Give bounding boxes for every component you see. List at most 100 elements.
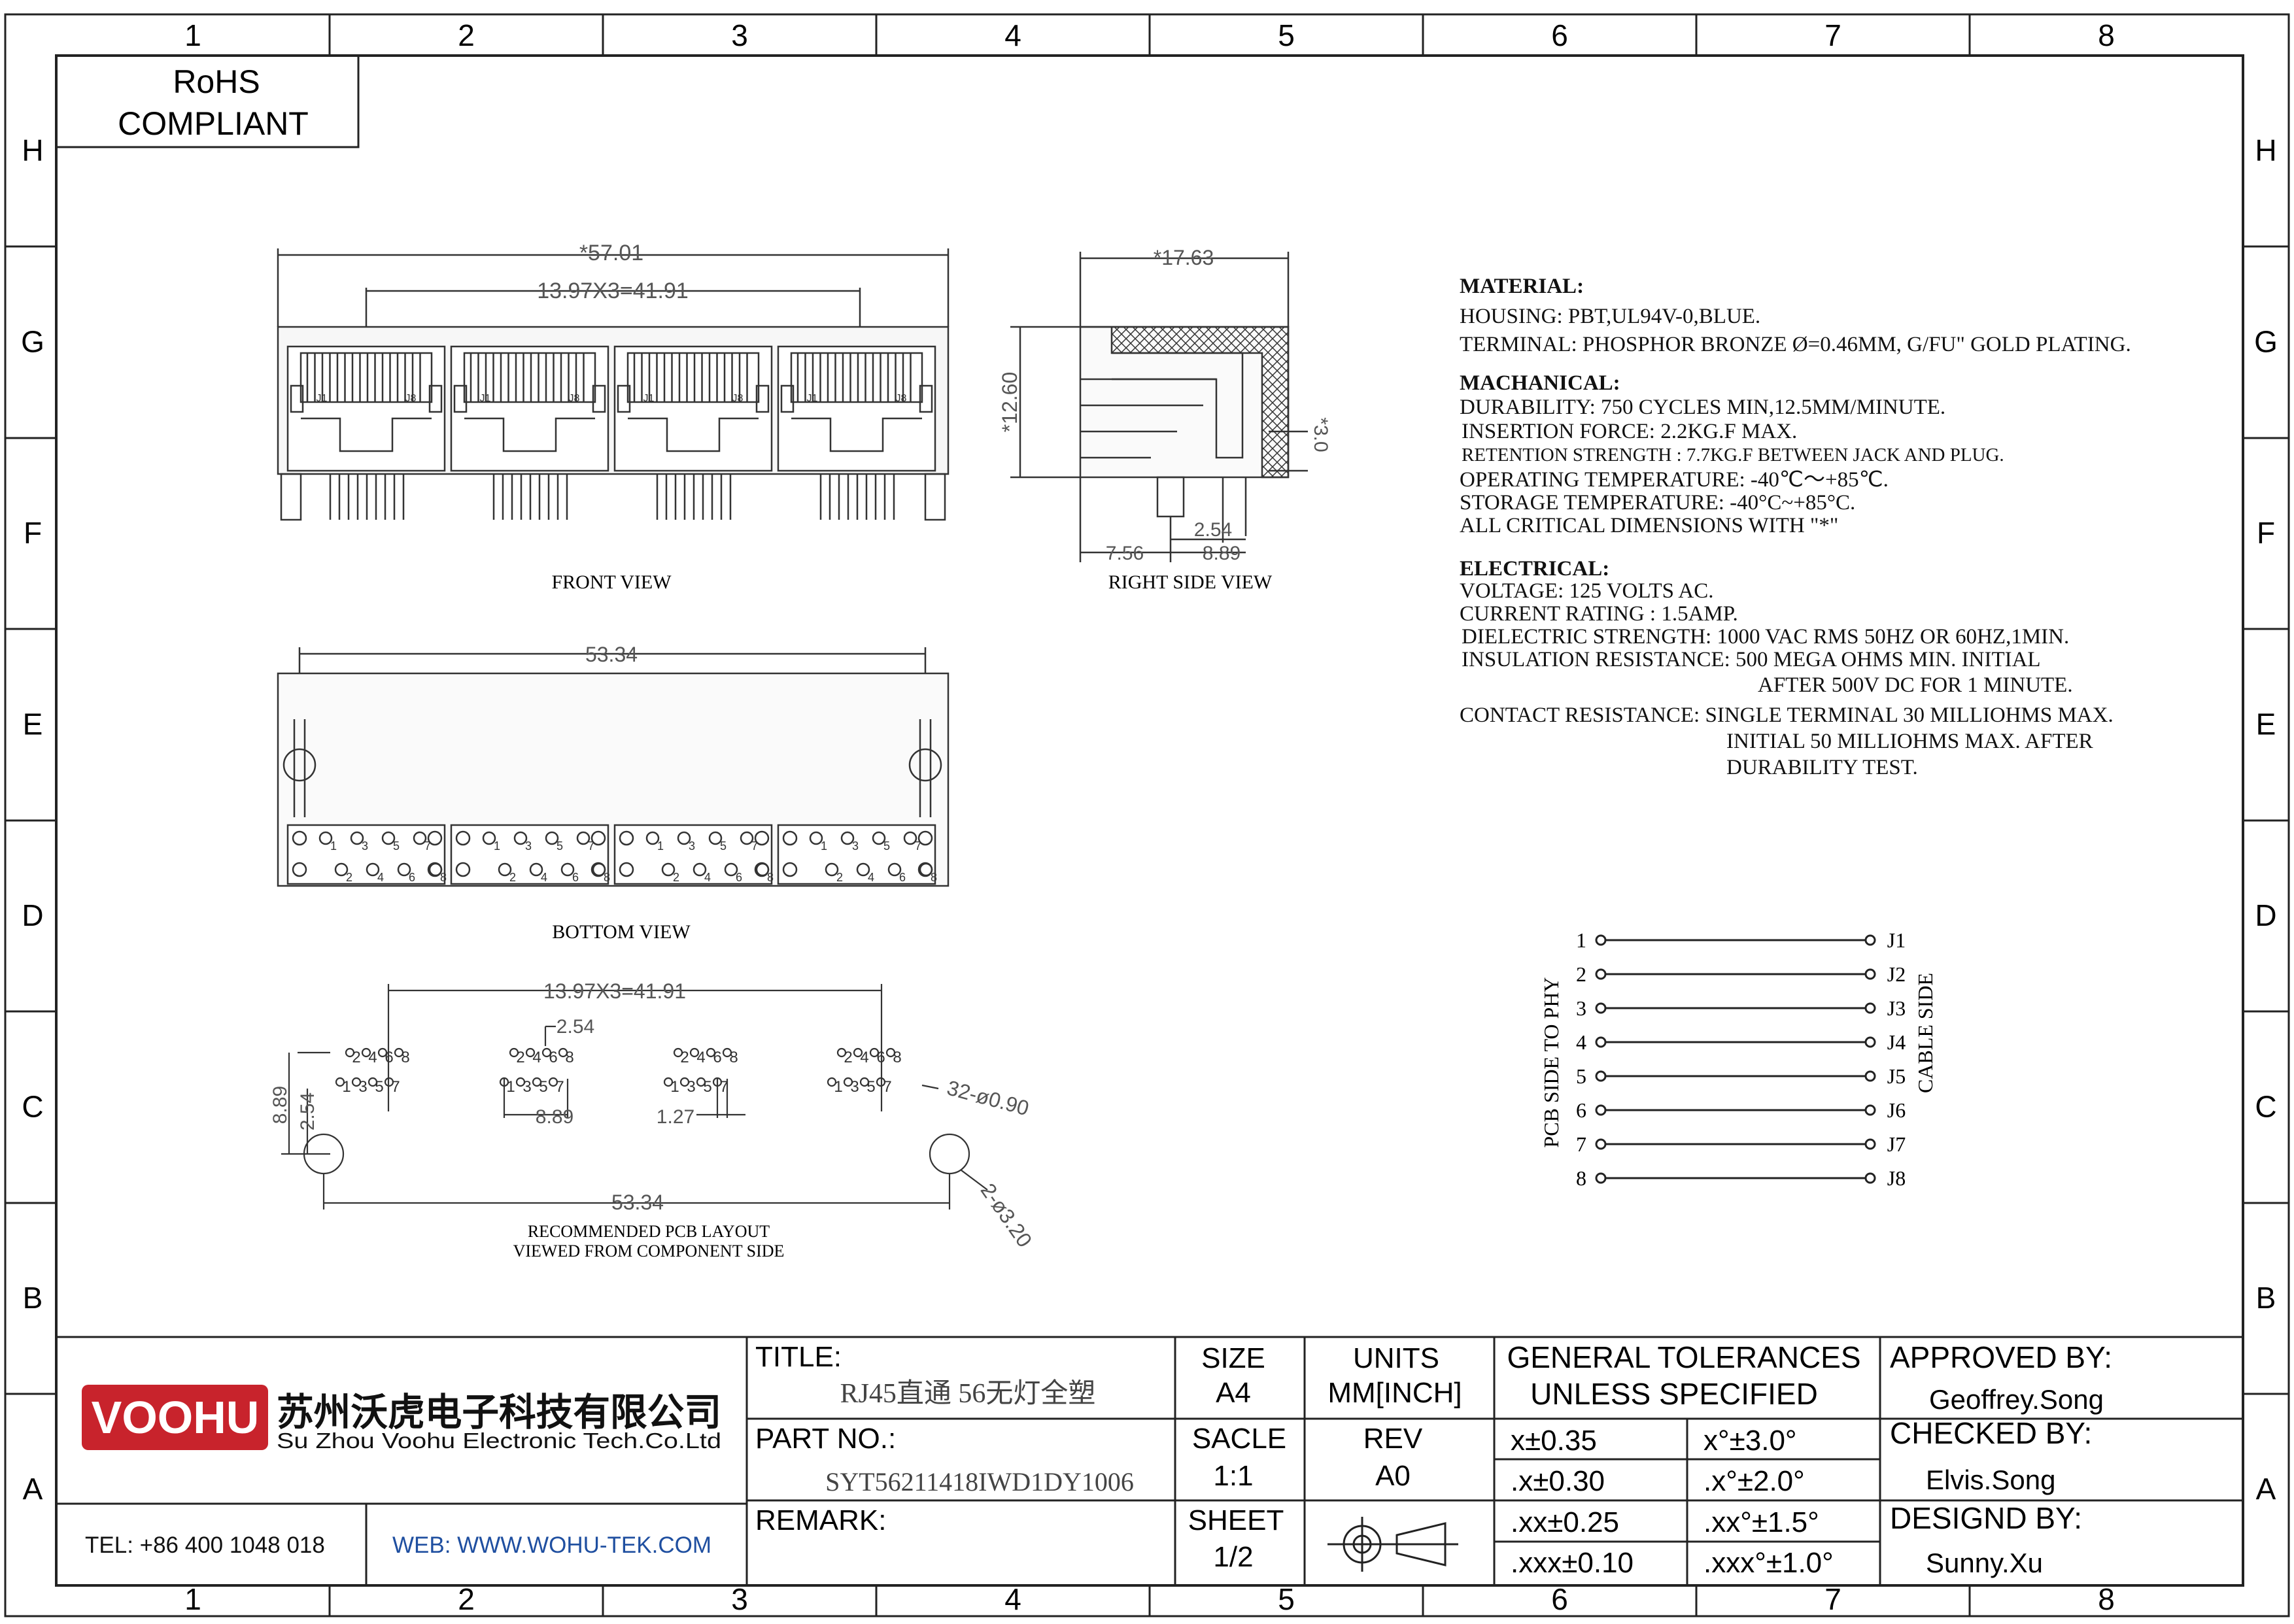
pcb-hole (696, 1077, 706, 1087)
zone-column-label: 4 (1004, 1582, 1021, 1616)
schematic-node (1595, 1138, 1607, 1150)
zone-column-label: 8 (2098, 1582, 2115, 1616)
front-port-outline (301, 417, 432, 452)
bottom-pin (840, 831, 855, 845)
zone-row-label: C (22, 1090, 43, 1124)
pcb-pin-number: 8 (893, 1049, 901, 1066)
pcb-hole (876, 1077, 886, 1087)
pcb-pin-number: 6 (876, 1049, 885, 1066)
right-dim-a: 2.54 (1194, 519, 1232, 541)
schematic-node (1595, 968, 1607, 980)
bottom-pin-number: 4 (704, 871, 711, 884)
schematic-node (1864, 1036, 1876, 1048)
bottom-port (286, 824, 446, 885)
right-dim-b: 7.56 (1106, 543, 1144, 564)
bottom-pin (397, 862, 411, 877)
zone-column-label: 5 (1278, 1582, 1295, 1616)
spec-material-line: HOUSING: PBT,UL94V-0,BLUE. (1460, 305, 1760, 328)
bottom-pin-number: 1 (330, 839, 337, 853)
pcb-hole (509, 1047, 519, 1058)
bottom-pin-number: 3 (689, 839, 695, 853)
company-logo: VOOHU 苏州沃虎电子科技有限公司 Su Zhou Voohu Electro… (82, 1385, 721, 1453)
right-dim-top: *17.63 (1154, 246, 1214, 269)
schematic-node (1864, 1104, 1876, 1116)
pcb-dim-127: 1.27 (657, 1106, 694, 1128)
zone-ticks (5, 14, 2289, 1616)
spec-elec-line: DIELECTRIC STRENGTH: 1000 VAC RMS 50HZ O… (1462, 625, 2069, 649)
front-port-label-right: J8 (405, 393, 417, 404)
zone-row-label: A (2256, 1472, 2276, 1506)
bottom-pin (903, 831, 917, 845)
bottom-pin-number: 5 (720, 839, 727, 853)
pcb-pin-number: 3 (522, 1078, 531, 1096)
pcb-pin-number: 2 (680, 1049, 689, 1066)
schematic-node (1595, 934, 1607, 946)
bottom-pin (661, 862, 676, 877)
pcb-dim-mount-holes: 2-ø3.20 (976, 1179, 1037, 1251)
spec-elec-line: AFTER 500V DC FOR 1 MINUTE. (1758, 673, 2073, 697)
bottom-pin (350, 831, 364, 845)
schematic-pin-number: 7 (1576, 1132, 1586, 1156)
pcb-pin-number: 1 (342, 1078, 351, 1096)
bottom-pin-number: 8 (440, 871, 447, 884)
zone-row-label: H (2255, 133, 2276, 167)
zone-column-label: 8 (2098, 18, 2115, 52)
bottom-pin-number: 2 (509, 871, 516, 884)
spec-mech-line: INSERTION FORCE: 2.2KG.F MAX. (1462, 420, 1797, 443)
bottom-pin-number: 4 (377, 871, 384, 884)
schematic-pin-number: 4 (1576, 1030, 1586, 1054)
schematic-jack-pin: J6 (1887, 1098, 1906, 1122)
spec-elec-line: DURABILITY TEST. (1726, 756, 1918, 779)
pcb-pin-number: 4 (368, 1049, 377, 1066)
zone-column-label: 2 (458, 1582, 475, 1616)
front-port-window (790, 352, 923, 403)
tolerance-linear: .x±0.30 (1511, 1465, 1605, 1497)
logo-text: VOOHU (92, 1392, 260, 1443)
bottom-pin-number: 5 (556, 839, 563, 853)
pcb-hole (525, 1047, 536, 1058)
pcb-hole (377, 1047, 388, 1058)
pcb-hole (722, 1047, 732, 1058)
front-port-label-right: J8 (896, 393, 907, 404)
zone-column-label: 4 (1004, 18, 1021, 52)
bottom-pin (872, 831, 886, 845)
spec-material-header: MATERIAL: (1460, 275, 1584, 298)
pcb-hole (335, 1077, 345, 1087)
bottom-pin (887, 862, 902, 877)
pcb-pin-number: 5 (866, 1078, 875, 1096)
pcb-pin-number: 5 (539, 1078, 547, 1096)
pcb-hole (351, 1077, 362, 1087)
pcb-pin-number: 4 (532, 1049, 541, 1066)
bottom-pin-number: 5 (883, 839, 890, 853)
schematic-jack-pin: J5 (1887, 1064, 1906, 1088)
spec-elec-header: ELECTRICAL: (1460, 557, 1609, 581)
tolerance-header-2: UNLESS SPECIFIED (1530, 1377, 1818, 1411)
schematic-jack-pin: J2 (1887, 962, 1906, 986)
bottom-pin-number: 6 (409, 871, 415, 884)
spec-mech-line: RETENTION STRENGTH : 7.7KG.F BETWEEN JAC… (1462, 445, 2004, 465)
company-name-cn: 苏州沃虎电子科技有限公司 (277, 1391, 721, 1434)
pcb-dim-254v: 2.54 (297, 1092, 318, 1130)
checked-value: Elvis.Song (1926, 1464, 2055, 1495)
schematic-node (1864, 934, 1876, 946)
schematic-jack-pin: J4 (1887, 1030, 1906, 1054)
tolerance-angular: x°±3.0° (1703, 1425, 1797, 1457)
tolerance-angular: .x°±2.0° (1703, 1465, 1805, 1497)
pcb-pin-number: 7 (391, 1078, 400, 1096)
pcb-hole (368, 1077, 378, 1087)
bottom-pin-number: 6 (572, 871, 579, 884)
pcb-pin-number: 2 (352, 1049, 360, 1066)
rohs-line2: COMPLIANT (118, 105, 309, 142)
pcb-hole (345, 1047, 355, 1058)
tolerance-angular: .xx°±1.5° (1703, 1506, 1819, 1538)
title-label: TITLE: (755, 1341, 842, 1373)
bottom-port-peg (782, 862, 798, 877)
bottom-pin (809, 831, 823, 845)
zone-column-label: 7 (1824, 1582, 1841, 1616)
bottom-pin-number: 7 (424, 839, 431, 853)
bottom-pin (334, 862, 349, 877)
spec-elec-line: CURRENT RATING : 1.5AMP. (1460, 602, 1738, 626)
schematic-node (1864, 1172, 1876, 1184)
